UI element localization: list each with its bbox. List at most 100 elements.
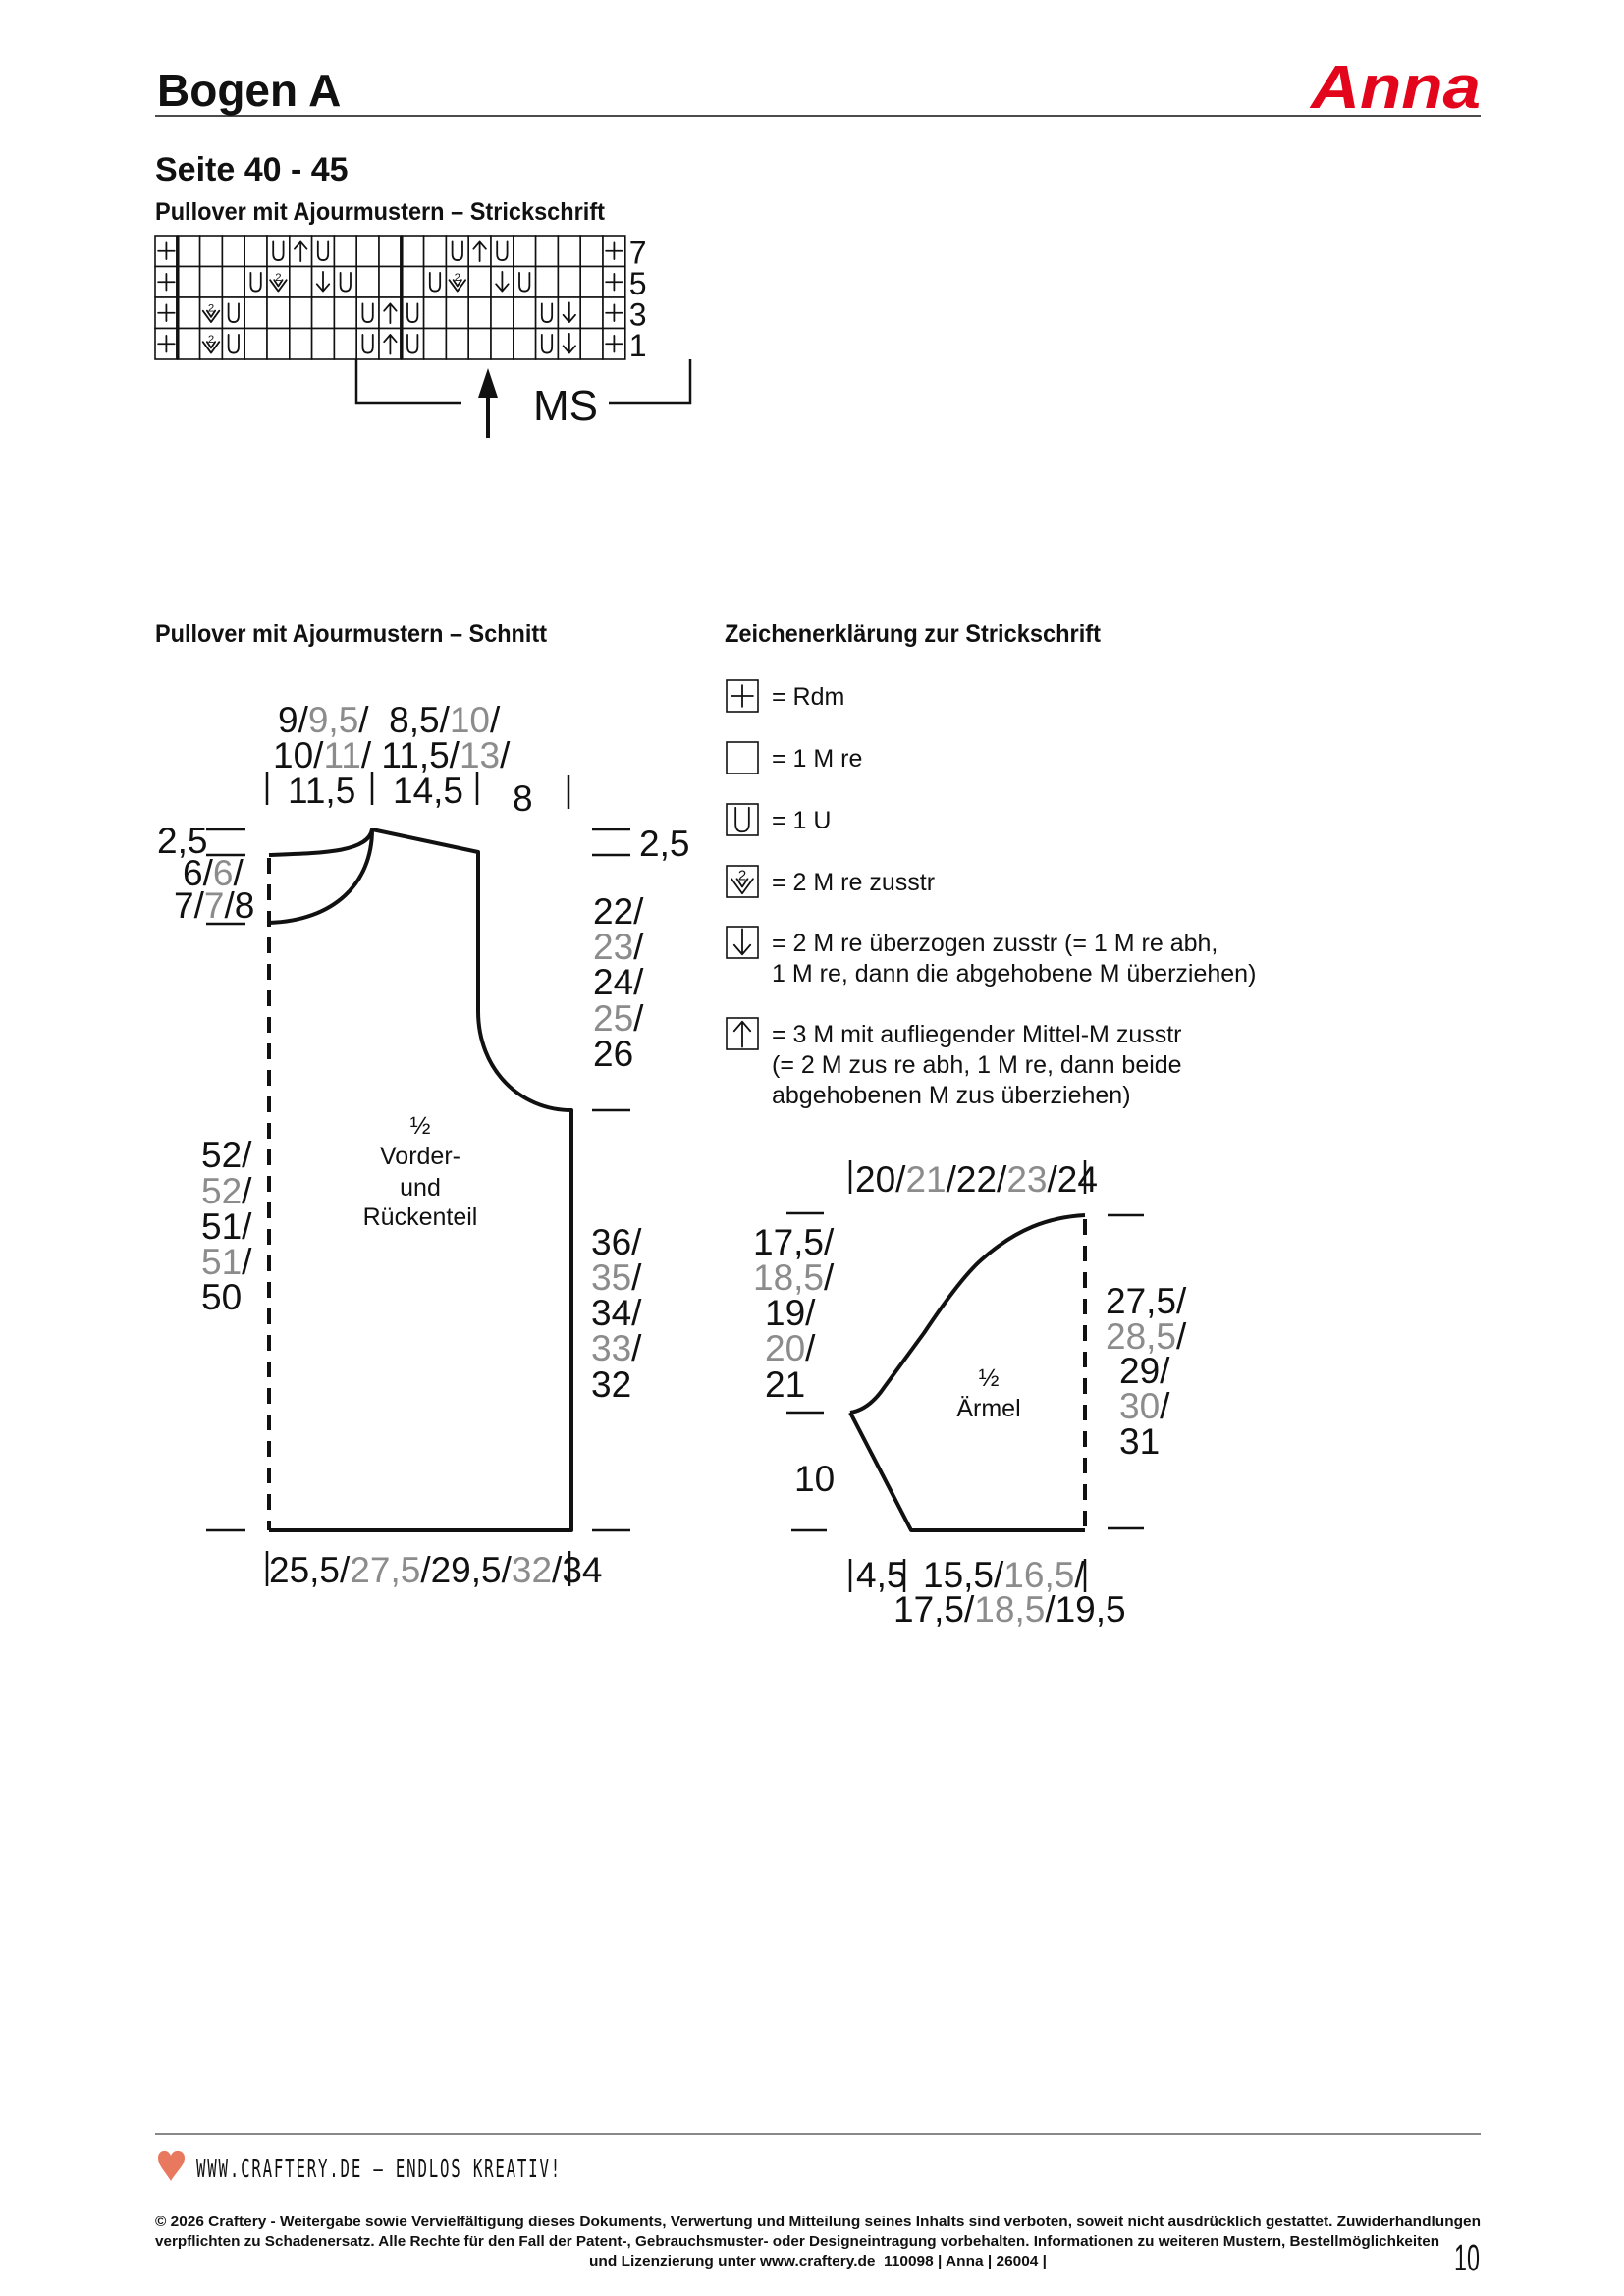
chart-cell (534, 327, 560, 360)
neck-width-label: 9/9,5/ 8,5/10/ (278, 700, 501, 740)
left-shoulder-drop: 2,5 (157, 821, 207, 861)
side-length-label: 33/ (591, 1328, 642, 1368)
sleeve-length-label: 27,5/ (1106, 1281, 1187, 1321)
plus-icon (157, 241, 176, 260)
piece-label: Rückenteil (363, 1203, 478, 1231)
row-number: 1 (629, 328, 647, 363)
size-value: 15,5/ (923, 1555, 1004, 1595)
size-value-alt: 6 (213, 853, 234, 893)
k2tog-icon (201, 309, 221, 323)
size-value: / 11,5/ (361, 735, 460, 775)
size-value: / (633, 998, 644, 1039)
yarn-over-icon (496, 240, 509, 261)
k2tog-icon (448, 279, 466, 293)
chart-cell (422, 265, 448, 298)
neck-depth-back: 6/6/ (183, 853, 244, 893)
size-value-alt: 51 (201, 1242, 242, 1282)
chart-cell (221, 235, 245, 268)
yarn-over-icon (518, 272, 531, 293)
size-value-alt: 23 (593, 927, 633, 967)
chart-cell (244, 296, 268, 330)
chart-row (154, 235, 626, 268)
chart-cell (467, 296, 492, 330)
legend-item: = 3 M mit aufliegender Mittel-M zusstr(=… (726, 1017, 1182, 1109)
yarn-over-icon (227, 334, 240, 354)
armhole-depth-label: 26 (593, 1034, 633, 1074)
size-value-alt: 11 (323, 735, 360, 775)
legend-text: = 2 M re zusstr (772, 869, 935, 896)
legend-text: = 1 U (772, 807, 831, 834)
chart-cell (557, 265, 582, 298)
chart-row: 2 (154, 327, 626, 360)
chart-cell (378, 265, 403, 298)
body-length-label: 52/ (201, 1171, 252, 1211)
chart-cell (333, 296, 357, 330)
plus-icon (157, 335, 176, 353)
yarn-over-icon (428, 272, 442, 293)
arrow-up-icon (383, 302, 398, 325)
side-length-label: 36/ (591, 1222, 642, 1262)
chart-cell (422, 235, 448, 268)
cuff-width-2: 17,5/18,5/19,5 (893, 1589, 1126, 1629)
size-value: /22/ (947, 1159, 1007, 1200)
size-value: / (1176, 1316, 1187, 1357)
size-value-alt: 16,5 (1003, 1555, 1074, 1595)
size-value-alt: 52 (201, 1171, 242, 1211)
plus-icon (605, 303, 623, 322)
chart-cell (310, 327, 336, 360)
side-length-label: 32 (591, 1364, 631, 1405)
sleeve-schematic: 20/21/22/23/24 17,5/18,5/19/20/21 10 27,… (753, 1159, 1187, 1629)
size-value: 34/ (591, 1293, 642, 1333)
arrow-up-icon (294, 240, 308, 263)
armhole-depth-label: 25/ (593, 998, 644, 1039)
size-value: 31 (1119, 1421, 1160, 1462)
chart-cell (244, 235, 268, 268)
footer-slogan: WWW.CRAFTERY.DE – ENDLOS KREATIV! (196, 2155, 562, 2184)
size-value-alt: 33 (591, 1328, 631, 1368)
cap-height-label: 20/ (765, 1328, 816, 1368)
size-value: 51/ (201, 1206, 252, 1247)
chart-cell (266, 235, 291, 268)
legend-title: Zeichenerklärung zur Strickschrift (725, 620, 1102, 648)
legend-item: = 1 M re (726, 741, 862, 774)
arrow-down-icon (315, 270, 331, 293)
chart-cell (490, 235, 514, 268)
chart-cell (579, 265, 604, 298)
size-value-alt: 35 (591, 1257, 631, 1298)
cuff-height: 10 (794, 1459, 835, 1499)
chart-cell (400, 265, 425, 298)
chart-cell (422, 296, 448, 330)
plus-icon (605, 241, 623, 260)
sleeve-length-label: 30/ (1119, 1386, 1170, 1426)
size-value: 29/ (1119, 1351, 1170, 1391)
chart-cell (534, 265, 560, 298)
legend-item: = 2 M re überzogen zusstr (= 1 M re abh,… (726, 926, 1256, 988)
yarn-over-icon (540, 302, 554, 323)
size-value: / (1074, 1555, 1085, 1595)
size-value: 24/ (593, 962, 644, 1002)
chart-cell (467, 327, 492, 360)
chart-cell (579, 235, 604, 268)
cap-height-label: 18,5/ (753, 1257, 835, 1298)
chart-cell (512, 327, 537, 360)
row-number: 7 (629, 236, 647, 271)
sleeve-top-width: 20/21/22/23/24 (855, 1159, 1098, 1200)
size-value: / (633, 927, 644, 967)
chart-cell (355, 327, 380, 360)
armhole-depth-label: 22/ (593, 891, 644, 932)
size-value: / (490, 700, 501, 740)
chart-cell (333, 327, 357, 360)
size-value: 7/ (174, 885, 205, 926)
chart-cell (266, 296, 291, 330)
k2tog-number: 2 (455, 272, 460, 284)
arrow-down-icon (562, 301, 576, 323)
chart-cell (177, 265, 201, 298)
chart-cell (579, 327, 604, 360)
legend-text: 1 M re, dann die abgehobene M überziehen… (772, 960, 1256, 988)
size-value: 36/ (591, 1222, 642, 1262)
k2tog-number: 2 (208, 303, 214, 315)
chart-cell (512, 235, 537, 268)
size-value: / (805, 1328, 816, 1368)
chart-cell (333, 235, 357, 268)
